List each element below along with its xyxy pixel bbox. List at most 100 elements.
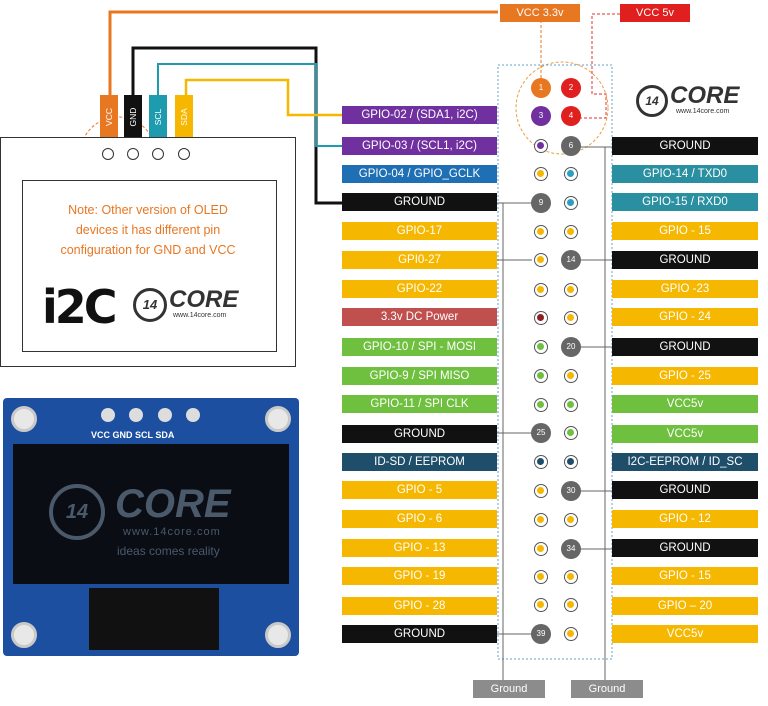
oled-screen: 14 CORE www.14core.com ideas comes reali…	[13, 444, 289, 584]
header-pin	[564, 225, 578, 239]
header-pin	[564, 398, 578, 412]
right-pin-label: VCC5v	[612, 395, 758, 413]
right-pin-label: GROUND	[612, 539, 758, 557]
right-pin-label: GPIO-15 / RXD0	[612, 193, 758, 211]
header-pin	[564, 369, 578, 383]
header-pin	[534, 542, 548, 556]
header-pin	[534, 513, 548, 527]
header-pin	[564, 167, 578, 181]
right-pin-label: VCC5v	[612, 625, 758, 643]
note-text: Note: Other version of OLED devices it h…	[60, 203, 236, 257]
header-pin-30: 30	[561, 481, 581, 501]
header-pin	[564, 196, 578, 210]
left-pin-label: GPI0-27	[342, 251, 497, 269]
pin-hole	[102, 148, 114, 160]
right-pin-label: GPIO -23	[612, 280, 758, 298]
header-pin-34: 34	[561, 539, 581, 559]
header-pin-1: 1	[531, 78, 551, 98]
header-pin	[564, 570, 578, 584]
right-pin-label: GPIO – 20	[612, 597, 758, 615]
ground-tag-left: Ground	[473, 680, 545, 698]
header-pin	[564, 627, 578, 641]
left-pin-label: GPIO-9 / SPI MISO	[342, 367, 497, 385]
oled-pin-sda: SDA	[175, 95, 193, 139]
header-pin-2: 2	[561, 78, 581, 98]
right-pin-label: GROUND	[612, 137, 758, 155]
left-pin-label: GPIO-04 / GPIO_GCLK	[342, 165, 497, 183]
vcc5-tag: VCC 5v	[620, 4, 690, 22]
left-pin-label: GPIO-03 / (SCL1, i2C)	[342, 137, 497, 155]
left-pin-label: GPIO - 28	[342, 597, 497, 615]
header-pin	[564, 426, 578, 440]
left-pin-label: GPIO-17	[342, 222, 497, 240]
right-pin-label: VCC5v	[612, 425, 758, 443]
header-pin	[534, 570, 548, 584]
oled-pin-scl: SCL	[149, 95, 167, 139]
header-pin	[564, 598, 578, 612]
header-pin	[534, 225, 548, 239]
header-pin-14: 14	[561, 250, 581, 270]
right-pin-label: GROUND	[612, 251, 758, 269]
left-pin-label: GPIO-22	[342, 280, 497, 298]
header-pin	[564, 311, 578, 325]
left-pin-label: GPIO - 13	[342, 539, 497, 557]
header-pin	[534, 253, 548, 267]
header-pin	[534, 484, 548, 498]
header-pin	[534, 283, 548, 297]
right-pin-label: I2C-EEPROM / ID_SC	[612, 453, 758, 471]
pin-hole	[127, 148, 139, 160]
right-pin-label: GPIO - 15	[612, 222, 758, 240]
header-pin	[534, 340, 548, 354]
scl-wire	[157, 63, 342, 147]
left-pin-label: GROUND	[342, 425, 497, 443]
pin-hole	[178, 148, 190, 160]
i2c-logo: i2C	[42, 280, 118, 334]
screen-outline	[22, 180, 277, 352]
left-pin-label: GPIO - 5	[342, 481, 497, 499]
left-pin-label: 3.3v DC Power	[342, 308, 497, 326]
right-pin-label: GROUND	[612, 481, 758, 499]
header-pin	[564, 513, 578, 527]
vcc5-dashed	[580, 13, 620, 119]
left-pin-label: GPIO - 19	[342, 567, 497, 585]
header-pin-25: 25	[531, 423, 551, 443]
left-pin-label: GPIO-11 / SPI CLK	[342, 395, 497, 413]
header-pin	[534, 167, 548, 181]
header-pin	[534, 598, 548, 612]
oled-pin-gnd: GND	[124, 95, 142, 139]
core-logo-small: 14 CORE www.14core.com	[133, 286, 263, 326]
sda-wire	[184, 78, 342, 117]
header-pin-9: 9	[531, 193, 551, 213]
header-pin-3: 3	[531, 106, 551, 126]
pin-hole	[152, 148, 164, 160]
header-pin-39: 39	[531, 624, 551, 644]
gpio-header-outline	[497, 64, 613, 660]
left-pin-label: GPIO-10 / SPI - MOSI	[342, 338, 497, 356]
oled-outline	[0, 137, 296, 367]
left-pin-label: GROUND	[342, 193, 497, 211]
header-pin	[534, 311, 548, 325]
right-pin-label: GPIO - 15	[612, 567, 758, 585]
oled-module-board: VCC GND SCL SDA 14 CORE www.14core.com i…	[3, 398, 299, 656]
right-pin-label: GROUND	[612, 338, 758, 356]
core-logo: 14 CORE www.14core.com	[636, 82, 764, 124]
vcc33-tag: VCC 3.3v	[500, 4, 580, 22]
right-pin-label: GPIO - 24	[612, 308, 758, 326]
left-pin-label: GPIO-02 / (SDA1, i2C)	[342, 106, 497, 124]
ground-tag-right: Ground	[571, 680, 643, 698]
header-pin	[534, 369, 548, 383]
vcc-wire	[108, 10, 498, 95]
right-pin-label: GPIO - 25	[612, 367, 758, 385]
right-pin-label: GPIO-14 / TXD0	[612, 165, 758, 183]
header-pin-4: 4	[561, 106, 581, 126]
header-pin-20: 20	[561, 337, 581, 357]
oled-pin-vcc: VCC	[100, 95, 118, 139]
module-pin-header-text: VCC GND SCL SDA	[91, 430, 175, 440]
header-pin	[564, 455, 578, 469]
power-pin-highlight	[515, 61, 609, 155]
header-pin-6: 6	[561, 136, 581, 156]
header-pin	[534, 139, 548, 153]
header-pin	[534, 398, 548, 412]
left-pin-label: GPIO - 6	[342, 510, 497, 528]
